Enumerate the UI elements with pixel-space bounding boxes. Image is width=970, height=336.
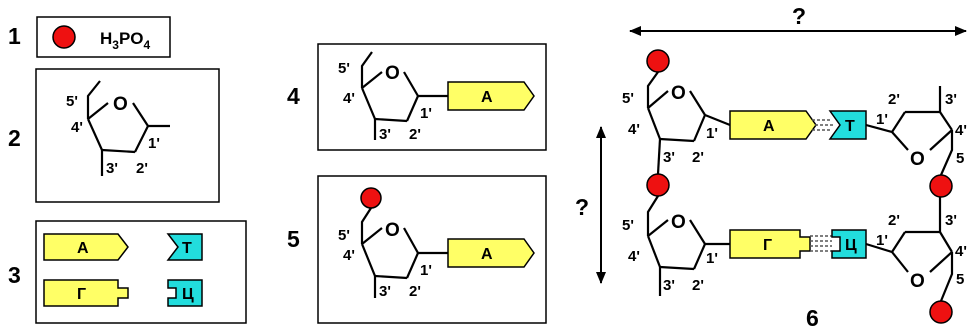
svg-text:1': 1' (706, 250, 718, 267)
adenine-shape (43, 233, 129, 261)
svg-text:2': 2' (888, 91, 900, 108)
svg-text:5': 5' (622, 217, 634, 234)
svg-text:3': 3' (379, 126, 391, 143)
cytosine-shape (167, 279, 203, 307)
item-6-number: 6 (806, 305, 819, 331)
item-3-bases: 3 A Г Т Ц (8, 220, 247, 324)
item-4-nucleoside: 4 O 5' 4' 1' 3' 2' A (287, 43, 547, 151)
svg-text:1': 1' (148, 135, 160, 152)
svg-text:A: A (77, 240, 89, 257)
svg-text:1': 1' (706, 125, 718, 142)
svg-text:4': 4' (955, 122, 967, 139)
thymine-shape (166, 233, 203, 261)
svg-text:O: O (385, 63, 400, 84)
phosphate-circle-icon (52, 25, 76, 49)
svg-text:1': 1' (876, 232, 888, 249)
item-5-number: 5 (287, 226, 300, 252)
svg-text:Г: Г (763, 237, 772, 254)
svg-text:5: 5 (956, 271, 964, 288)
svg-text:1': 1' (420, 262, 432, 279)
svg-text:2': 2' (692, 149, 704, 166)
svg-text:Г: Г (77, 286, 86, 303)
svg-text:3': 3' (663, 277, 675, 294)
svg-text:5': 5' (338, 227, 350, 244)
item-2-frame (35, 68, 220, 203)
svg-text:2': 2' (136, 160, 148, 177)
svg-text:O: O (910, 271, 925, 292)
phosphate-circle-icon (646, 173, 670, 197)
item-6-dna-fragment: ? ? 6 O 5' 4' (575, 3, 967, 331)
svg-text:1': 1' (876, 111, 888, 128)
item-5-nucleotide: 5 O 5' 4' 1' 3' 2' A (287, 175, 547, 324)
svg-text:2': 2' (409, 126, 421, 143)
hydrogen-bond-dashes-icon (810, 119, 833, 252)
svg-text:O: O (671, 212, 686, 233)
svg-text:O: O (910, 149, 925, 170)
svg-text:5': 5' (622, 90, 634, 107)
svg-text:3': 3' (106, 160, 118, 177)
svg-text:4': 4' (343, 90, 355, 107)
svg-text:3': 3' (663, 149, 675, 166)
svg-text:Т: Т (845, 118, 855, 135)
width-question-mark: ? (792, 3, 806, 29)
guanine-shape (43, 279, 129, 307)
svg-text:Ц: Ц (845, 237, 857, 254)
sugar-c5-bond (86, 80, 101, 119)
cytosine-shape (831, 229, 867, 259)
svg-text:2': 2' (888, 212, 900, 229)
thymine-shape (828, 110, 867, 140)
item-2-number: 2 (8, 125, 21, 151)
svg-text:O: O (671, 83, 686, 104)
svg-text:3': 3' (945, 212, 957, 229)
svg-text:A: A (763, 118, 775, 135)
adenine-shape (447, 81, 535, 111)
svg-text:5': 5' (66, 93, 78, 110)
phosphate-circle-icon (929, 174, 953, 198)
svg-text:4': 4' (628, 121, 640, 138)
svg-text:4': 4' (71, 119, 83, 136)
svg-text:3': 3' (945, 91, 957, 108)
right-strand-backbone (865, 86, 954, 302)
svg-text:4': 4' (628, 248, 640, 265)
svg-text:3': 3' (379, 283, 391, 300)
svg-text:A: A (481, 89, 493, 106)
item-2-deoxyribose: 2 O 5' 4' 1' 3' 2' (8, 68, 220, 203)
ring-oxygen: O (113, 94, 128, 115)
svg-text:2': 2' (692, 277, 704, 294)
phosphate-circle-icon (929, 300, 953, 324)
item-4-number: 4 (287, 83, 300, 109)
svg-text:4': 4' (955, 243, 967, 260)
svg-text:Ц: Ц (182, 286, 194, 303)
svg-text:Т: Т (182, 240, 192, 257)
adenine-shape (447, 238, 535, 268)
svg-text:5: 5 (956, 150, 964, 167)
svg-text:O: O (385, 220, 400, 241)
adenine-shape (729, 110, 817, 140)
svg-text:A: A (481, 246, 493, 263)
item-3-number: 3 (8, 262, 21, 288)
svg-text:1': 1' (420, 105, 432, 122)
svg-text:4': 4' (343, 247, 355, 264)
item-1-number: 1 (8, 23, 21, 49)
svg-text:5': 5' (338, 60, 350, 77)
height-question-mark: ? (575, 194, 589, 220)
svg-text:2': 2' (409, 283, 421, 300)
phosphate-circle-icon (360, 187, 382, 209)
phosphate-circle-icon (646, 49, 670, 73)
h3po4-formula: H3PO4 (100, 29, 151, 52)
item-1-phosphoric-acid: 1 H3PO4 (8, 16, 171, 58)
left-strand-backbone (646, 71, 731, 296)
